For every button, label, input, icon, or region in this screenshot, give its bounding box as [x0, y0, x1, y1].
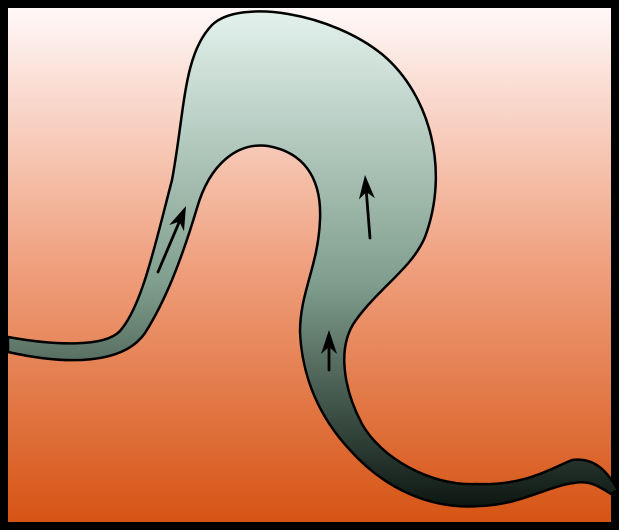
diagram-canvas [0, 0, 619, 530]
flow-diagram [0, 0, 619, 530]
